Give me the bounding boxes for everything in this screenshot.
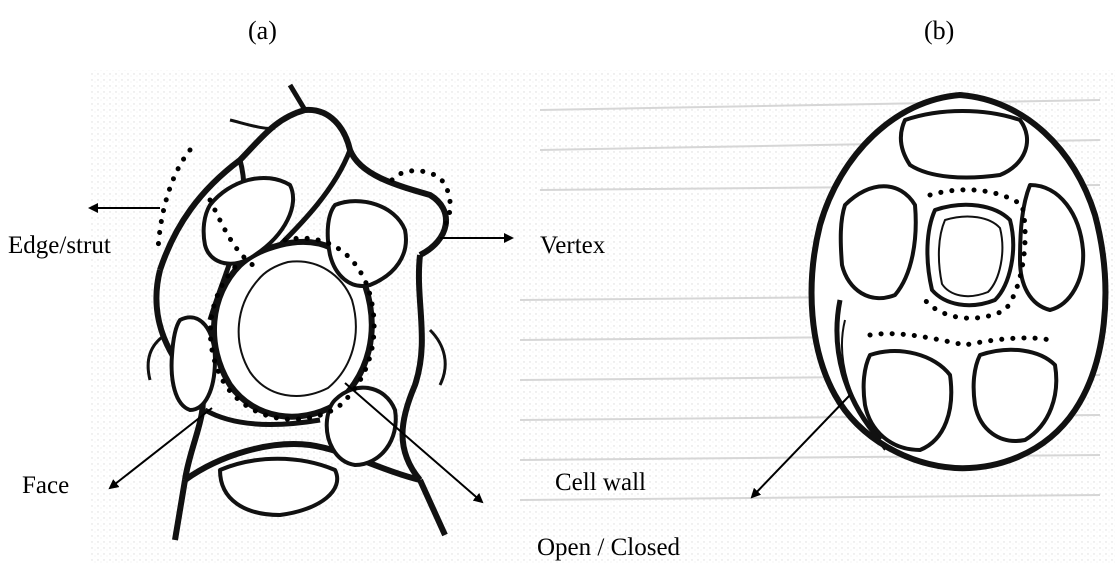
closed-cell-foam: [812, 95, 1106, 468]
open-closed-label: Open / Closed: [537, 535, 680, 560]
closed-face-top: [901, 111, 1027, 178]
closed-face-center: [927, 205, 1013, 305]
face-label: Face: [22, 473, 69, 498]
panel-label-b: (b): [924, 18, 954, 44]
edge-strut-label: Edge/strut: [8, 233, 111, 258]
closed-face-left: [841, 186, 916, 298]
vertex-label: Vertex: [540, 233, 605, 258]
panel-label-a: (a): [248, 18, 277, 44]
face: [172, 317, 215, 410]
cell-wall-label: Cell wall: [555, 470, 646, 495]
